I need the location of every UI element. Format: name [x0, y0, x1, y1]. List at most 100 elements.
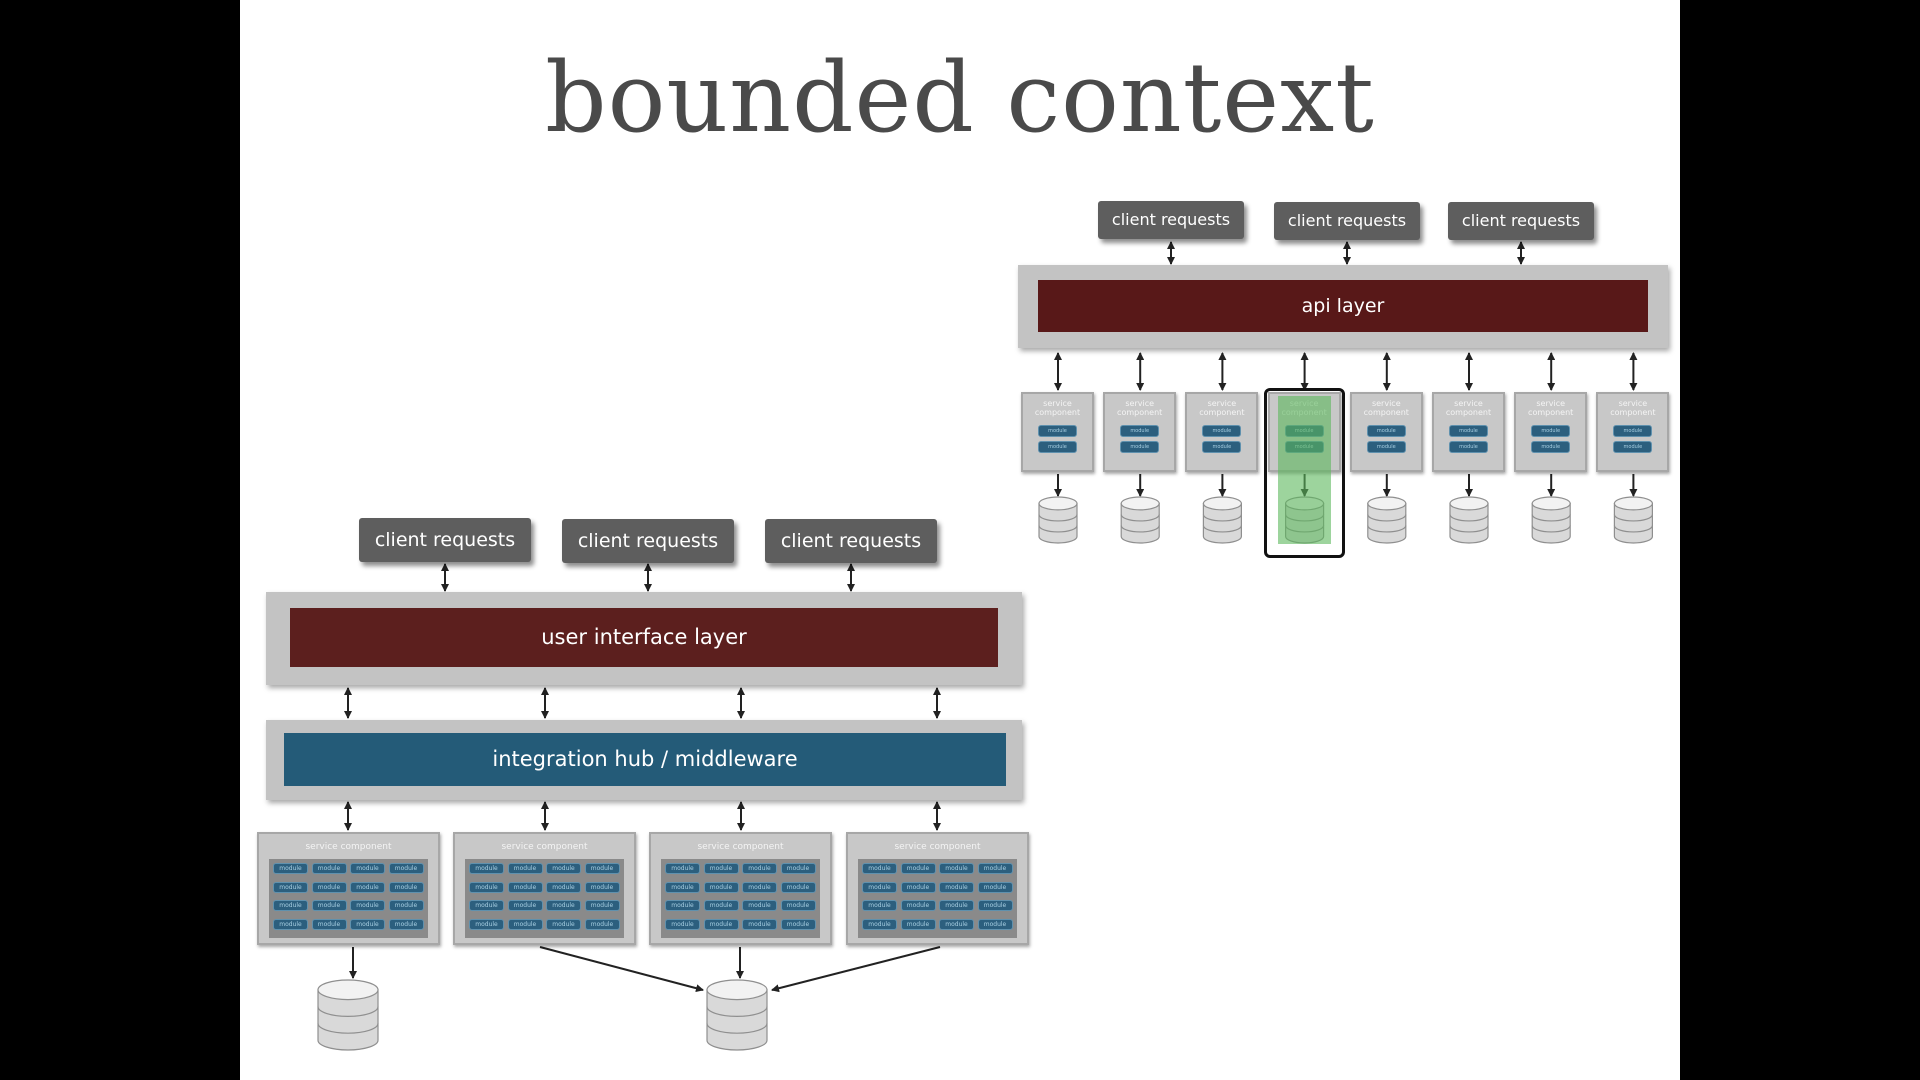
module: module — [350, 863, 385, 874]
service-component-label: service component — [1528, 399, 1574, 417]
service-component-label: service component — [1117, 399, 1163, 417]
left-client-requests-1: client requests — [359, 518, 531, 562]
module: module — [703, 900, 739, 911]
service-component-label: service component — [1610, 399, 1656, 417]
module: module — [1449, 441, 1488, 453]
module: module — [780, 900, 816, 911]
database-icon — [317, 979, 379, 1051]
module: module — [273, 863, 308, 874]
module: module — [584, 900, 620, 911]
database-icon — [1449, 496, 1489, 544]
service-component-label: service component — [697, 842, 784, 852]
module: module — [273, 918, 308, 930]
db-arrow — [771, 946, 941, 993]
module: module — [939, 900, 974, 911]
service-component: service component module module — [1432, 392, 1505, 472]
module: module — [546, 900, 581, 911]
database-icon — [1202, 496, 1243, 544]
module: module — [742, 863, 777, 874]
module: module — [469, 900, 504, 911]
module: module — [388, 863, 424, 874]
module: module — [469, 918, 504, 930]
module: module — [703, 881, 739, 893]
module: module — [584, 863, 620, 874]
module: module — [939, 881, 974, 893]
connector-arrows — [317, 241, 1654, 1051]
module: module — [780, 863, 816, 874]
module: module — [469, 863, 504, 874]
module: module — [469, 881, 504, 893]
module: module — [1366, 441, 1406, 453]
module: module — [939, 918, 974, 930]
module: module — [977, 863, 1013, 874]
module: module — [350, 918, 385, 930]
module: module — [273, 881, 308, 893]
module: module — [977, 900, 1013, 911]
right-client-requests-1: client requests — [1098, 201, 1244, 239]
module: module — [388, 918, 424, 930]
module: module — [665, 881, 700, 893]
database-icon — [1038, 496, 1078, 544]
module: module — [780, 881, 816, 893]
slide-title: bounded context — [545, 42, 1375, 154]
module: module — [388, 881, 424, 893]
service-component-label: service component — [1199, 399, 1245, 417]
service-component: service component module module — [1185, 392, 1259, 472]
database-icon — [1120, 496, 1160, 544]
module: module — [311, 881, 347, 893]
integration-hub-middleware: integration hub / middleware — [284, 733, 1006, 786]
module: module — [1038, 425, 1077, 437]
module: module — [1449, 425, 1488, 437]
service-component-label: service component — [894, 842, 981, 852]
service-component-label: service component — [1445, 399, 1492, 417]
module: module — [350, 900, 385, 911]
module: module — [1531, 441, 1571, 453]
module: module — [546, 863, 581, 874]
db-arrow — [539, 946, 704, 993]
module: module — [780, 918, 816, 930]
module: module — [742, 918, 777, 930]
left-client-requests-2: client requests — [562, 519, 734, 563]
module: module — [1120, 441, 1160, 453]
module: module — [862, 881, 897, 893]
right-client-requests-2: client requests — [1274, 202, 1420, 240]
module: module — [742, 900, 777, 911]
module: module — [507, 918, 543, 930]
module: module — [311, 918, 347, 930]
module: module — [665, 863, 700, 874]
module: module — [1202, 441, 1242, 453]
module: module — [900, 863, 936, 874]
module: module — [1366, 425, 1406, 437]
module: module — [273, 900, 308, 911]
module: module — [546, 918, 581, 930]
right-client-requests-3: client requests — [1448, 202, 1594, 240]
module: module — [862, 918, 897, 930]
module: module — [507, 863, 543, 874]
service-component-label: service component — [1034, 399, 1081, 417]
database-icon — [1613, 496, 1654, 544]
module: module — [665, 900, 700, 911]
slide: bounded context client requests client r… — [240, 0, 1680, 1080]
module: module — [977, 918, 1013, 930]
database-icon — [1367, 496, 1407, 544]
module: module — [703, 918, 739, 930]
user-interface-layer: user interface layer — [290, 608, 998, 667]
module: module — [900, 881, 936, 893]
module: module — [900, 918, 936, 930]
bounded-context-highlight-frame — [1263, 388, 1345, 558]
module: module — [862, 900, 897, 911]
service-component-label: service component — [1363, 399, 1409, 417]
database-icon — [1531, 496, 1571, 544]
module: module — [939, 863, 974, 874]
module: module — [1202, 425, 1242, 437]
